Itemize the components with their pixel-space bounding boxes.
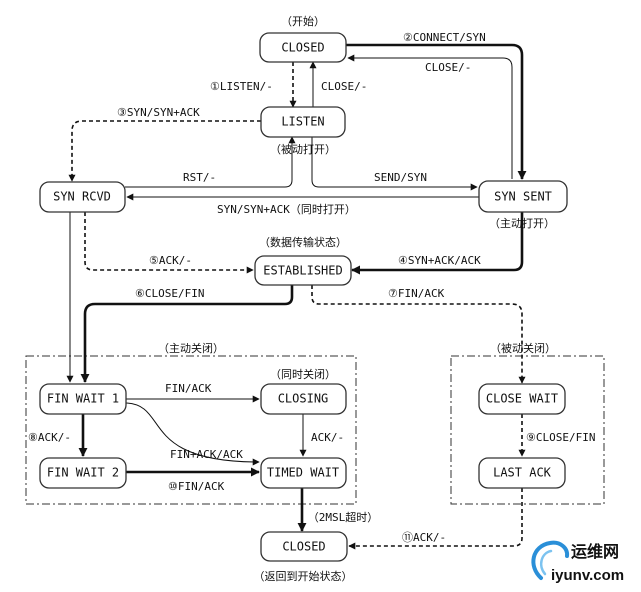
watermark-swirl-icon — [531, 540, 570, 580]
label-fin-ack-10: ⑩FIN/ACK — [168, 480, 225, 493]
label-ack-11: ⑪ACK/- — [402, 531, 446, 544]
label-syn-synack: ③SYN/SYN+ACK — [117, 106, 200, 119]
svg-text:ESTABLISHED: ESTABLISHED — [263, 264, 342, 278]
edge-closed-synsent — [346, 43, 527, 180]
state-closed-bottom: CLOSED — [260, 531, 348, 562]
state-last-ack: LAST ACK — [478, 457, 566, 489]
edge-established-closewait — [311, 285, 526, 384]
svg-text:CLOSE WAIT: CLOSE WAIT — [486, 392, 558, 406]
svg-text:LAST ACK: LAST ACK — [493, 466, 552, 480]
note-active-open: （主动打开） — [489, 216, 555, 230]
note-start: （开始） — [281, 14, 325, 28]
label-simultaneous-open: SYN/SYN+ACK（同时打开） — [217, 202, 356, 216]
state-closed-top: CLOSED — [259, 32, 347, 63]
label-ack-closing: ACK/- — [311, 431, 344, 444]
svg-text:SYN RCVD: SYN RCVD — [53, 190, 111, 204]
label-ack-8: ⑧ACK/- — [28, 431, 71, 444]
edge-synrcvd-established — [84, 212, 254, 274]
svg-text:FIN WAIT 1: FIN WAIT 1 — [47, 392, 119, 406]
svg-text:CLOSED: CLOSED — [281, 41, 324, 55]
edge-lastack-closed — [348, 488, 523, 550]
passive-close-region — [450, 355, 605, 505]
watermark-logo: 运维网 iyunv.com — [531, 540, 624, 584]
state-closing: CLOSING — [260, 383, 347, 415]
svg-text:CLOSED: CLOSED — [282, 540, 325, 554]
edge-finwait1-timedwait — [125, 402, 260, 466]
label-close-top: CLOSE/- — [425, 61, 471, 74]
note-simultaneous-close: （同时关闭） — [270, 367, 336, 381]
label-connect-syn: ②CONNECT/SYN — [403, 31, 486, 44]
edge-synsent-closed — [347, 54, 513, 179]
state-timed-wait: TIMED WAIT — [260, 457, 347, 489]
svg-text:FIN WAIT 2: FIN WAIT 2 — [47, 466, 119, 480]
label-close-fin-9: ⑨CLOSE/FIN — [526, 431, 595, 444]
label-fin-ack-7: ⑦FIN/ACK — [388, 287, 445, 300]
note-data-transfer: （数据传输状态） — [259, 235, 347, 249]
edge-synrcvd-listen — [125, 136, 296, 188]
state-established: ESTABLISHED — [254, 255, 352, 286]
label-ack-5: ⑤ACK/- — [149, 254, 192, 267]
label-fin-ack: FIN/ACK — [165, 382, 212, 395]
svg-text:CLOSING: CLOSING — [278, 392, 329, 406]
note-return-to-start: （返回到开始状态） — [254, 569, 353, 583]
watermark-domain: iyunv.com — [551, 567, 624, 584]
state-fin-wait-2: FIN WAIT 2 — [39, 457, 127, 489]
label-listen: ①LISTEN/- — [210, 80, 273, 93]
edge-established-finwait1 — [80, 285, 294, 383]
note-2msl-timeout: （2MSL超时） — [308, 510, 379, 524]
edge-listen-synrcvd — [68, 120, 261, 182]
state-syn-sent: SYN SENT — [478, 180, 568, 213]
svg-text:SYN SENT: SYN SENT — [494, 190, 552, 204]
svg-text:LISTEN: LISTEN — [281, 115, 324, 129]
label-send-syn: SEND/SYN — [374, 171, 427, 184]
state-syn-rcvd: SYN RCVD — [39, 181, 126, 213]
active-close-region — [25, 355, 357, 505]
state-close-wait: CLOSE WAIT — [478, 383, 566, 415]
watermark-brand: 运维网 — [571, 542, 619, 561]
svg-text:TIMED WAIT: TIMED WAIT — [267, 466, 339, 480]
note-passive-open: （被动打开） — [270, 142, 336, 156]
label-close-listen: CLOSE/- — [321, 80, 367, 93]
label-fin-ack-ack: FIN+ACK/ACK — [170, 448, 243, 461]
label-synack-ack-4: ④SYN+ACK/ACK — [398, 254, 481, 267]
edge-listen-synsent — [311, 137, 478, 191]
state-fin-wait-1: FIN WAIT 1 — [39, 383, 127, 415]
label-close-fin-6: ⑥CLOSE/FIN — [135, 287, 204, 300]
label-rst: RST/- — [183, 171, 216, 184]
note-passive-close: （被动关闭） — [490, 341, 556, 355]
note-active-close: （主动关闭） — [158, 341, 224, 355]
state-listen: LISTEN — [260, 106, 346, 138]
edge-synsent-established — [351, 212, 524, 275]
